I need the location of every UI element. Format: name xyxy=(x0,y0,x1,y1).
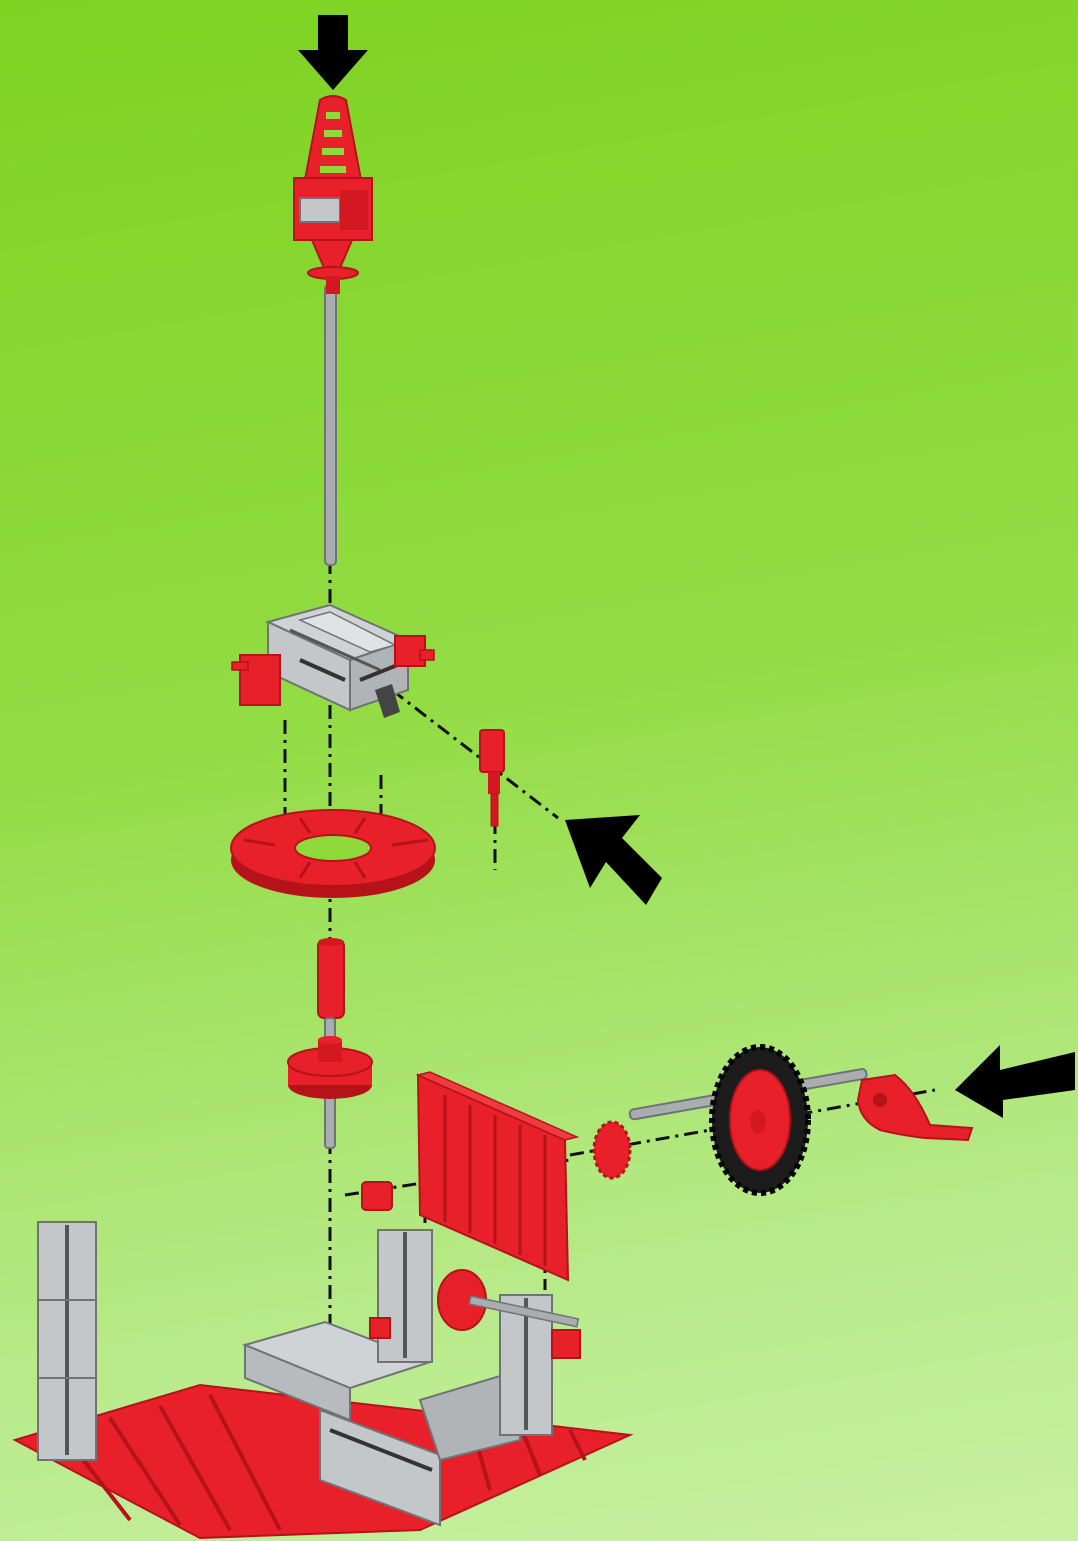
guide-line-diagonal xyxy=(392,690,558,818)
spacer-icon xyxy=(318,938,344,1018)
cross-block-icon xyxy=(232,605,434,718)
turntable-ring-icon xyxy=(231,810,435,898)
crank-lever-icon xyxy=(858,1075,972,1140)
arrow-middle-icon xyxy=(565,815,662,905)
small-gear-icon xyxy=(594,1122,630,1178)
hub-icon xyxy=(288,1036,372,1099)
arrow-right-icon xyxy=(955,1045,1075,1118)
long-axle-icon xyxy=(325,285,336,565)
plate-icon xyxy=(418,1072,577,1280)
wheel-assembly-icon xyxy=(712,1047,808,1193)
tip-clip-icon xyxy=(304,96,362,185)
small-spacer-icon xyxy=(362,1182,392,1210)
base-frame-icon xyxy=(15,1222,630,1538)
top-block-icon xyxy=(294,178,372,294)
side-peg-icon xyxy=(480,730,504,826)
arrow-top-icon xyxy=(298,15,368,90)
